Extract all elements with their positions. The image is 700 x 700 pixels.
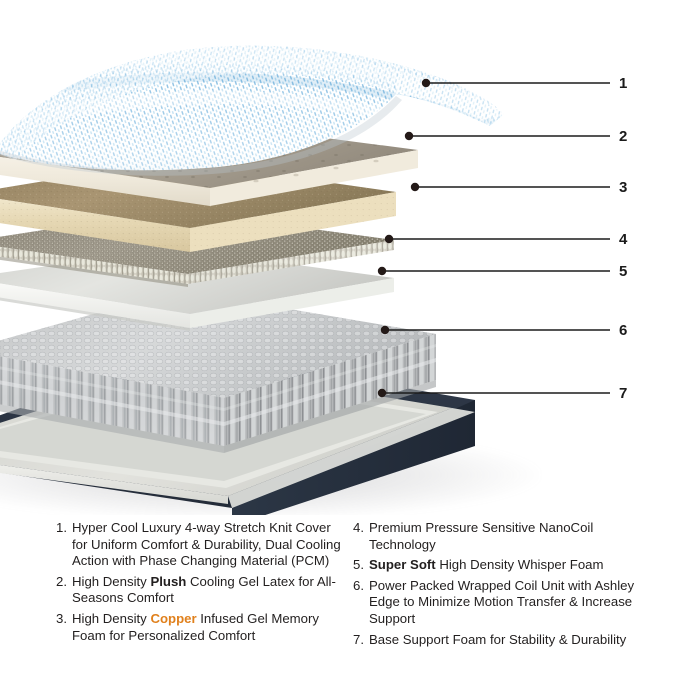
- legend-item-text: Base Support Foam for Stability & Durabi…: [369, 632, 657, 649]
- callout-number-6: 6: [619, 322, 628, 339]
- legend-item-text: Hyper Cool Luxury 4-way Stretch Knit Cov…: [72, 520, 345, 570]
- legend-item-number: 1.: [56, 520, 67, 535]
- legend-item: 6. Power Packed Wrapped Coil Unit with As…: [347, 578, 657, 628]
- legend-item-text: High Density Plush Cooling Gel Latex for…: [72, 574, 345, 607]
- legend-block: 1. Hyper Cool Luxury 4-way Stretch Knit C…: [0, 520, 700, 700]
- legend-item-text: Super Soft High Density Whisper Foam: [369, 557, 657, 574]
- legend-item: 5. Super Soft High Density Whisper Foam: [347, 557, 657, 574]
- exploded-mattress-illustration: 1 2 3 4 5 6 7: [0, 45, 628, 515]
- legend-copper-highlight: Copper: [150, 610, 197, 626]
- callout-number-2: 2: [619, 128, 628, 145]
- callout-number-5: 5: [619, 263, 628, 280]
- legend-item-text: Premium Pressure Sensitive NanoCoil Tech…: [369, 520, 657, 553]
- legend-text-part: High Density: [72, 610, 151, 626]
- legend-text-part: Infused Gel Memory Foam for Personalized…: [72, 610, 319, 643]
- legend-item-number: 5.: [353, 557, 364, 573]
- callout-number-1: 1: [619, 75, 628, 92]
- legend-bold-highlight: Plush: [150, 573, 187, 589]
- legend-item-text: High Density Copper Infused Gel Memory F…: [72, 611, 345, 644]
- legend-text-part: Cooling Gel Latex for All-Seasons Comfor…: [72, 573, 336, 606]
- legend-item-number: 3.: [56, 610, 67, 626]
- legend-item-number: 7.: [353, 631, 364, 647]
- legend-column-left: 1. Hyper Cool Luxury 4-way Stretch Knit C…: [50, 520, 345, 648]
- legend-item: 2. High Density Plush Cooling Gel Latex f…: [50, 574, 345, 607]
- legend-text-part: Hyper Cool Luxury 4-way Stretch Knit Cov…: [72, 520, 341, 569]
- legend-item-number: 4.: [353, 520, 364, 535]
- callout-number-3: 3: [619, 179, 628, 196]
- legend-text-part: High Density Whisper Foam: [435, 557, 604, 573]
- layer-hyper-cool-knit-cover: [0, 45, 504, 176]
- legend-item: 1. Hyper Cool Luxury 4-way Stretch Knit C…: [50, 520, 345, 570]
- legend-text-part: High Density: [72, 573, 151, 589]
- legend-item-number: 2.: [56, 573, 67, 589]
- legend-bold-highlight: Super Soft: [369, 557, 436, 573]
- legend-text-part: Base Support Foam for Stability & Durabi…: [369, 631, 627, 647]
- legend-text-part: Power Packed Wrapped Coil Unit with Ashl…: [369, 577, 635, 626]
- legend-text-part: Premium Pressure Sensitive NanoCoil Tech…: [369, 520, 594, 552]
- legend-item: 3. High Density Copper Infused Gel Memory…: [50, 611, 345, 644]
- callout-number-4: 4: [619, 231, 628, 248]
- legend-item: 7. Base Support Foam for Stability & Dura…: [347, 632, 657, 649]
- legend-column-right: 4. Premium Pressure Sensitive NanoCoil Te…: [347, 520, 657, 652]
- legend-item: 4. Premium Pressure Sensitive NanoCoil Te…: [347, 520, 657, 553]
- legend-item-number: 6.: [353, 577, 364, 593]
- callout-number-7: 7: [619, 385, 628, 402]
- legend-item-text: Power Packed Wrapped Coil Unit with Ashl…: [369, 578, 657, 628]
